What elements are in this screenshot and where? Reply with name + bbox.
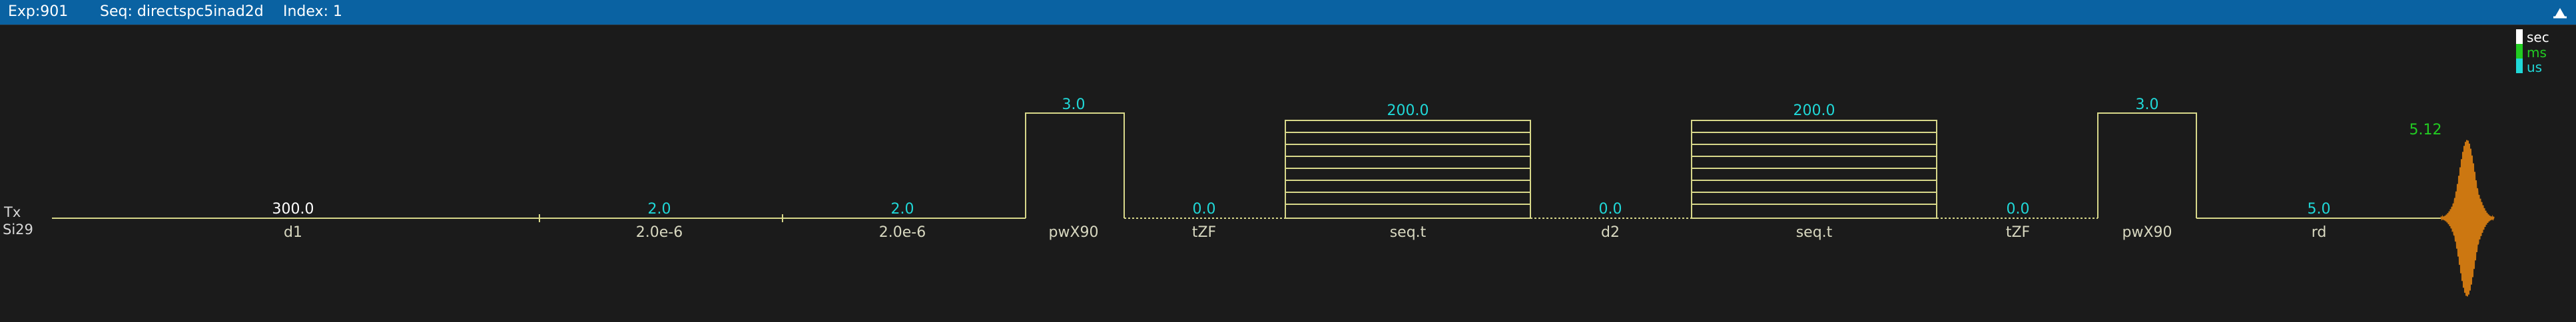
event-value-tzf-2: 0.0 [2007, 201, 2030, 218]
event-value-rd: 5.0 [2308, 201, 2331, 218]
event-name-pwx90-2: pwX90 [2122, 224, 2172, 241]
event-value-pwx90-2: 3.0 [2136, 96, 2159, 113]
event-name: 2.0e-6 [636, 224, 683, 241]
pulse-pwx90-2 [2097, 112, 2197, 218]
title-bar: Exp:901 Seq: directspc5inad2d Index: 1 [0, 0, 2576, 25]
event-value-pwx90-1: 3.0 [1062, 96, 1086, 113]
seq-label: Seq: directspc5inad2d [100, 3, 264, 20]
event-value: 2.0 [648, 201, 671, 218]
legend-swatch-sec [2516, 29, 2523, 44]
index-label: Index: 1 [283, 3, 342, 20]
event-name: 2.0e-6 [879, 224, 926, 241]
event-value-seq-t-2: 200.0 [1793, 102, 1835, 119]
event-name-rd: rd [2312, 224, 2327, 241]
channel-nucleus-label: Si29 [3, 222, 33, 238]
legend-label-ms: ms [2527, 45, 2547, 61]
event-name-seq-t-2: seq.t [1796, 224, 1833, 241]
event-name-d2: d2 [1601, 224, 1620, 241]
event-name-pwx90-1: pwX90 [1048, 224, 1098, 241]
event-value-seq-t-1: 200.0 [1387, 102, 1429, 119]
event-value-d2: 0.0 [1599, 201, 1622, 218]
event-name-tzf-2: tZF [2006, 224, 2030, 241]
pulse-sequence-canvas: sec ms us Tx Si29 [0, 25, 2576, 319]
fid-trace [2440, 140, 2495, 297]
acquisition-value: 5.12 [2410, 122, 2442, 138]
block-seq-t-1 [1285, 120, 1531, 219]
event-name-tzf-1: tZF [1192, 224, 1216, 241]
legend-swatch-ms [2516, 44, 2523, 59]
event-value-d1: 300.0 [272, 201, 314, 218]
channel-tx-label: Tx [3, 204, 21, 220]
event-name-d1: d1 [284, 224, 302, 241]
legend-label-sec: sec [2527, 29, 2549, 45]
pulse-pwx90-1 [1025, 112, 1125, 218]
acquisition-fid [2440, 140, 2495, 297]
legend-label-us: us [2527, 59, 2542, 75]
event-name-seq-t-1: seq.t [1390, 224, 1427, 241]
legend-swatch-us [2516, 59, 2523, 73]
exp-label: Exp:901 [8, 3, 69, 20]
event-value-tzf-1: 0.0 [1193, 201, 1216, 218]
event-value: 2.0 [891, 201, 914, 218]
close-icon[interactable] [2551, 3, 2569, 21]
block-seq-t-2 [1691, 120, 1937, 219]
